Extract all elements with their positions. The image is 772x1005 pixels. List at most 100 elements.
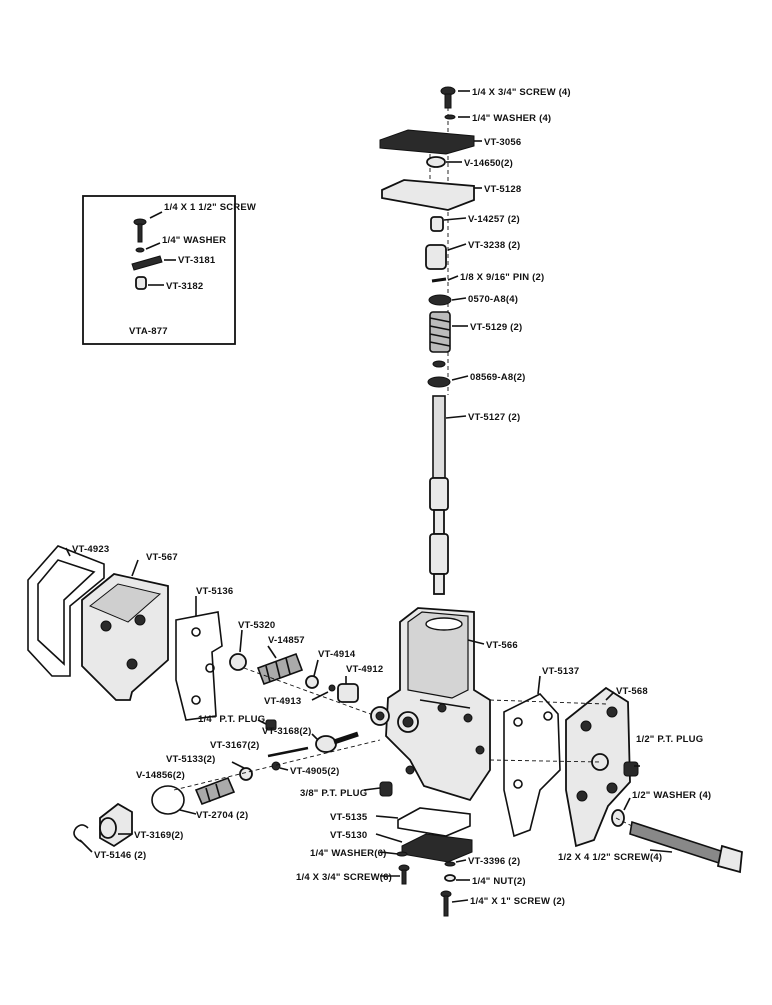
top-washer-icon — [444, 114, 456, 120]
nut-icon — [444, 874, 456, 882]
vt3168-icon — [315, 731, 359, 753]
label-vt568: VT-568 — [616, 686, 648, 697]
vt3056-gasket-icon — [379, 129, 475, 155]
label-vt4905: VT-4905(2) — [290, 766, 340, 777]
label-washer6: 1/4" WASHER(6) — [310, 848, 386, 859]
label-v14257: V-14257 (2) — [468, 214, 520, 225]
label-vt3396: VT-3396 (2) — [468, 856, 520, 867]
pt-plug-left-icon — [265, 719, 277, 731]
vt5129-spring-icon — [429, 311, 451, 353]
vt4923-gasket-icon — [27, 545, 105, 677]
vt3169-plug-icon — [99, 802, 133, 848]
inset-label-screw: 1/4 X 1 1/2" SCREW — [164, 202, 256, 213]
label-pt-plug-mid: 3/8" P.T. PLUG — [300, 788, 367, 799]
vt5136-gasket-icon — [175, 611, 223, 721]
inset-label-vt3181: VT-3181 — [178, 255, 216, 266]
screw-right-icon — [629, 820, 743, 874]
inset-vt3181-icon — [131, 255, 163, 271]
pt-plug-mid-icon — [379, 781, 393, 797]
vt2704-oring-icon — [151, 785, 185, 815]
vt4914-icon — [305, 675, 319, 689]
v14257-icon — [430, 216, 444, 232]
label-screw6: 1/4 X 3/4" SCREW(6) — [296, 872, 392, 883]
v14857-spring-icon — [256, 652, 304, 686]
pin-icon — [431, 277, 447, 283]
washer-right-icon — [611, 809, 625, 827]
label-screw-top: 1/4 X 3/4" SCREW (4) — [472, 87, 571, 98]
label-vt5128: VT-5128 — [484, 184, 521, 195]
label-vt5136: VT-5136 — [196, 586, 233, 597]
label-v14650: V-14650(2) — [464, 158, 513, 169]
label-vt566: VT-566 — [486, 640, 518, 651]
vt5133-icon — [239, 767, 253, 781]
label-o8569: 08569-A8(2) — [470, 372, 526, 383]
vt4905-icon — [271, 761, 281, 771]
inset-screw-icon — [133, 218, 147, 243]
inset-label-vt3182: VT-3182 — [166, 281, 203, 292]
inset-washer-icon — [135, 247, 145, 253]
inset-box: 1/4 X 1 1/2" SCREW 1/4" WASHER VT-3181 V… — [82, 195, 256, 345]
right-assembly: VT-5137 VT-568 1/2" P.T. PLUG 1/2" WASHE… — [489, 666, 743, 874]
inset-label-washer: 1/4" WASHER — [162, 235, 226, 246]
label-vt4913: VT-4913 — [264, 696, 301, 707]
vt5320-icon — [229, 653, 247, 671]
label-v14856: V-14856(2) — [136, 770, 185, 781]
label-vt3169: VT-3169(2) — [134, 830, 184, 841]
vt4912-icon — [337, 683, 359, 703]
label-vt4914: VT-4914 — [318, 649, 356, 660]
top-stack: 1/4 X 3/4" SCREW (4) 1/4" WASHER (4) VT-… — [379, 86, 571, 595]
vt5146-clip-icon — [73, 824, 89, 843]
label-vt2704: VT-2704 (2) — [196, 810, 248, 821]
label-screw-right: 1/2 X 4 1/2" SCREW(4) — [558, 852, 662, 863]
inset-title: VTA-877 — [129, 326, 168, 337]
label-vt5137: VT-5137 — [542, 666, 579, 677]
label-nut: 1/4" NUT(2) — [472, 876, 526, 887]
vt5127-spool-icon — [429, 395, 449, 595]
label-washer-top: 1/4" WASHER (4) — [472, 113, 551, 124]
label-vt5146: VT-5146 (2) — [94, 850, 146, 861]
vt3167-icon — [267, 746, 309, 758]
label-vt3167: VT-3167(2) — [210, 740, 260, 751]
label-screw-bottom: 1/4" X 1" SCREW (2) — [470, 896, 565, 907]
vt5128-plate-icon — [381, 179, 475, 211]
label-vt5129: VT-5129 (2) — [470, 322, 522, 333]
label-vt4912: VT-4912 — [346, 664, 383, 675]
label-pin: 1/8 X 9/16" PIN (2) — [460, 272, 544, 283]
vt4913-icon — [328, 684, 336, 692]
label-vt4923: VT-4923 — [72, 544, 109, 555]
label-vt5127: VT-5127 (2) — [468, 412, 520, 423]
label-vt5133: VT-5133(2) — [166, 754, 216, 765]
o570-ring-icon — [428, 294, 452, 306]
label-vt5135: VT-5135 — [330, 812, 368, 823]
vt566-main-body-icon — [370, 607, 491, 802]
vt5135-gasket-icon — [397, 807, 471, 837]
o8569-ring-icon — [427, 376, 451, 388]
middle-small-parts: 3/8" P.T. PLUG VT-5135 VT-5130 1/4" WASH… — [296, 781, 565, 917]
label-vt567: VT-567 — [146, 552, 178, 563]
top-screw-icon — [440, 86, 456, 109]
screw6-icon — [398, 864, 410, 885]
label-pt-plug-right: 1/2" P.T. PLUG — [636, 734, 703, 745]
label-vt3056: VT-3056 — [484, 137, 521, 148]
v14650-ring-icon — [426, 156, 446, 168]
label-o570: 0570-A8(4) — [468, 294, 518, 305]
label-pt-plug-left: 1/4" P.T. PLUG — [198, 714, 265, 725]
inset-vt3182-icon — [135, 276, 147, 290]
label-washer-right: 1/2" WASHER (4) — [632, 790, 711, 801]
vt3238-icon — [425, 244, 447, 270]
vt5130-plate-icon — [401, 833, 473, 863]
label-v14857: V-14857 — [268, 635, 305, 646]
label-vt3168: VT-3168(2) — [262, 726, 312, 737]
vt3396-icon — [444, 861, 456, 867]
v14856-spring-icon — [194, 776, 236, 806]
screw-bottom-icon — [440, 890, 452, 917]
vt5137-gasket-icon — [503, 693, 561, 838]
label-vt5130: VT-5130 — [330, 830, 367, 841]
label-vt5320: VT-5320 — [238, 620, 275, 631]
pt-plug-right-icon — [623, 761, 639, 777]
washer6-icon — [396, 851, 408, 857]
label-vt3238: VT-3238 (2) — [468, 240, 520, 251]
left-assembly: VT-4923 VT-567 VT-5136 VT-5320 V-14857 V… — [27, 544, 421, 861]
